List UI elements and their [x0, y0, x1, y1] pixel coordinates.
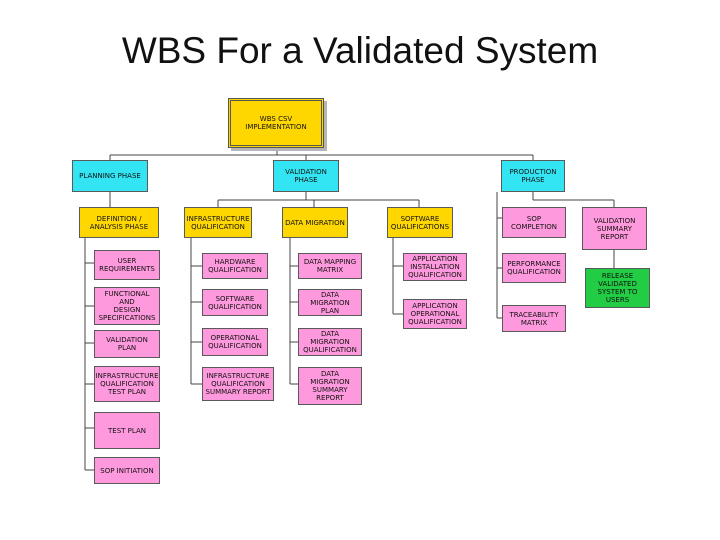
node-application-operational-qualification: APPLICATION OPERATIONAL QUALIFICATION	[403, 299, 467, 329]
node-data-migration-plan: DATA MIGRATION PLAN	[298, 289, 362, 316]
node-performance-qualification: PERFORMANCE QUALIFICATION	[502, 253, 566, 283]
node-data-migration-qualification: DATA MIGRATION QUALIFICATION	[298, 328, 362, 356]
node-definition-analysis-phase: DEFINITION / ANALYSIS PHASE	[79, 207, 159, 238]
node-sop-completion: SOP COMPLETION	[502, 207, 566, 238]
slide-title: WBS For a Validated System	[121, 30, 599, 71]
node-user-requirements: USER REQUIREMENTS	[94, 250, 160, 280]
node-traceability-matrix: TRACEABILITY MATRIX	[502, 305, 566, 332]
node-production-phase: PRODUCTION PHASE	[501, 160, 565, 192]
node-infrastructure-qualification-test-plan: INFRASTRUCTURE QUALIFICATION TEST PLAN	[94, 366, 160, 402]
node-software-qualifications: SOFTWARE QUALIFICATIONS	[387, 207, 453, 238]
node-planning-phase: PLANNING PHASE	[72, 160, 148, 192]
node-sop-initiation: SOP INITIATION	[94, 457, 160, 484]
node-infrastructure-qualification-summary-report: INFRASTRUCTURE QUALIFICATION SUMMARY REP…	[202, 367, 274, 401]
node-test-plan: TEST PLAN	[94, 412, 160, 449]
node-validation-plan: VALIDATION PLAN	[94, 330, 160, 358]
node-application-installation-qualification: APPLICATION INSTALLATION QUALIFICATION	[403, 253, 467, 281]
node-validation-summary-report: VALIDATION SUMMARY REPORT	[582, 207, 647, 250]
node-operational-qualification: OPERATIONAL QUALIFICATION	[202, 328, 268, 356]
node-data-migration-summary-report: DATA MIGRATION SUMMARY REPORT	[298, 367, 362, 405]
node-validation-phase: VALIDATION PHASE	[273, 160, 339, 192]
node-data-migration: DATA MIGRATION	[282, 207, 348, 238]
node-release-validated-system: RELEASE VALIDATED SYSTEM TO USERS	[585, 268, 650, 308]
node-wbs-csv-implementation: WBS CSV IMPLEMENTATION	[228, 98, 324, 148]
node-functional-design-specifications: FUNCTIONAL AND DESIGN SPECIFICATIONS	[94, 287, 160, 325]
node-infrastructure-qualification: INFRASTRUCTURE QUALIFICATION	[184, 207, 252, 238]
node-hardware-qualification: HARDWARE QUALIFICATION	[202, 253, 268, 279]
node-software-qualification: SOFTWARE QUALIFICATION	[202, 289, 268, 316]
node-data-mapping-matrix: DATA MAPPING MATRIX	[298, 253, 362, 279]
